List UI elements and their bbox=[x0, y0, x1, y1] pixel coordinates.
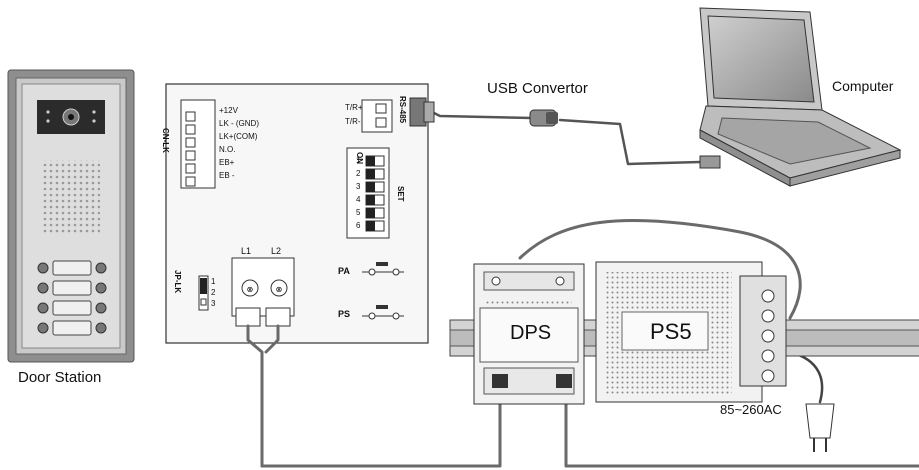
l2-label: L2 bbox=[271, 246, 282, 256]
pa-label: PA bbox=[338, 266, 350, 276]
dip-number: 5 bbox=[356, 208, 361, 217]
terminal-label: EB+ bbox=[219, 158, 235, 167]
l1-label: L1 bbox=[241, 246, 252, 256]
dip-number: 2 bbox=[356, 169, 361, 178]
laptop bbox=[699, 7, 902, 187]
ps-label: PS bbox=[338, 309, 351, 319]
terminal-label: LK+(COM) bbox=[219, 132, 258, 141]
dps-label: DPS bbox=[510, 322, 552, 344]
computer-label: Computer bbox=[832, 78, 894, 94]
jp-pin: 2 bbox=[211, 288, 216, 297]
door-station bbox=[7, 69, 135, 363]
usb-convertor-label: USB Convertor bbox=[487, 80, 588, 97]
tr-plus-label: T/R+ bbox=[345, 103, 363, 112]
jp-lk-label: JP-LK bbox=[173, 270, 182, 294]
control-board: ⊗ ⊗ bbox=[165, 83, 429, 344]
cn-lk-label: CN-LK bbox=[161, 128, 170, 153]
ac-input-label: 85~260AC bbox=[720, 402, 782, 417]
dip-number: 4 bbox=[356, 195, 361, 204]
ac-plug bbox=[805, 403, 835, 452]
terminal-label: EB - bbox=[219, 171, 235, 180]
pa-button-symbol bbox=[362, 262, 404, 276]
tr-minus-label: T/R- bbox=[345, 117, 361, 126]
dip-number: 3 bbox=[356, 182, 361, 191]
dip-set-label: SET bbox=[396, 186, 405, 202]
terminal-label: +12V bbox=[219, 106, 238, 115]
dip-number: 1 bbox=[356, 156, 361, 165]
svg-text:⊗: ⊗ bbox=[276, 285, 283, 294]
usb-convertor bbox=[529, 109, 558, 127]
ps-button-symbol bbox=[362, 305, 404, 320]
ps5-module bbox=[595, 261, 787, 403]
call-buttons bbox=[37, 260, 107, 336]
terminal-label: N.O. bbox=[219, 145, 236, 154]
ps5-label: PS5 bbox=[650, 319, 692, 344]
rs485-plug bbox=[409, 97, 435, 127]
jp-pin: 3 bbox=[211, 299, 216, 308]
terminal-label: LK - (GND) bbox=[219, 119, 259, 128]
svg-text:⊗: ⊗ bbox=[247, 285, 254, 294]
jp-pin: 1 bbox=[211, 277, 216, 286]
door-station-label: Door Station bbox=[18, 369, 102, 386]
dip-number: 6 bbox=[356, 221, 361, 230]
usb-plug bbox=[699, 155, 721, 169]
rs485-label: RS-485 bbox=[398, 96, 407, 124]
dps-module bbox=[473, 263, 585, 405]
